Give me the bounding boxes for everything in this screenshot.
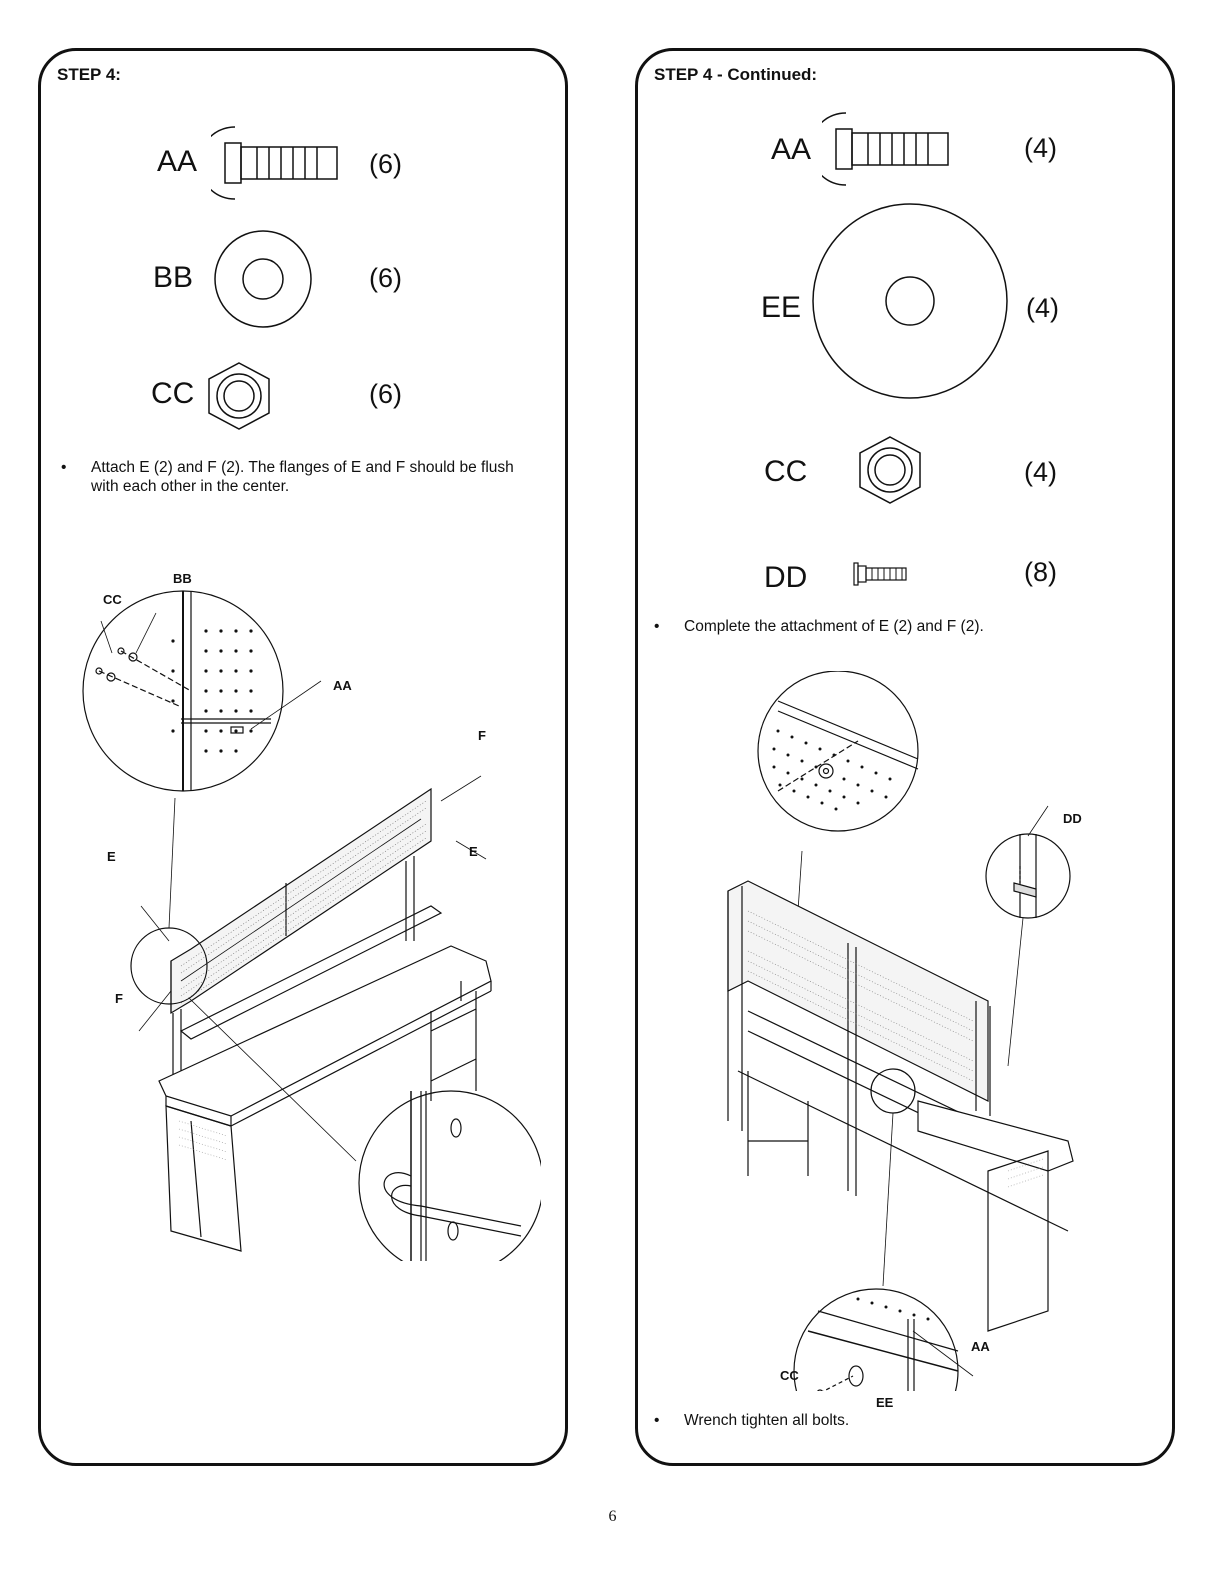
page-number: 6 [0,1508,1225,1526]
part-label-cc: CC [151,377,194,411]
flange-bolt-icon [852,559,912,594]
part-qty-dd: (8) [1024,557,1057,588]
instruction-complete: • Complete the attachment of E (2) and F… [684,617,1144,636]
callout-aa: AA [971,1339,990,1354]
instruction-complete-text: Complete the attachment of E (2) and F (… [684,618,984,635]
large-fender-washer-icon [810,201,1010,406]
callout-aa: AA [333,678,352,693]
flat-washer-icon [213,229,313,334]
instruction-attach-e-f: Attach E (2) and F (2). The flanges of E… [91,459,514,495]
callout-f-top: F [478,728,486,743]
step-title: STEP 4: [57,65,121,85]
step-4-continued-panel: STEP 4 - Continued: AA (4) EE (4) CC [635,48,1175,1466]
carriage-bolt-icon [822,109,952,194]
callout-e-left: E [107,849,116,864]
carriage-bolt-icon [211,123,341,208]
part-label-dd: DD [764,561,807,595]
workbench-illustration [81,561,541,1266]
callout-cc: CC [780,1368,799,1383]
part-label-cc: CC [764,455,807,489]
callout-f-left: F [115,991,123,1006]
part-qty-aa: (4) [1024,133,1057,164]
step-title: STEP 4 - Continued: [654,65,817,85]
part-qty-cc: (6) [369,379,402,410]
part-qty-aa: (6) [369,149,402,180]
part-label-aa: AA [771,133,811,167]
part-label-ee: EE [761,291,801,325]
hex-nut-icon [858,435,922,510]
hex-nut-icon [207,361,271,436]
bullet-icon: • [654,617,659,636]
part-qty-bb: (6) [369,263,402,294]
workbench-rear-illustration [718,671,1098,1396]
part-qty-ee: (4) [1026,293,1059,324]
step-4-panel: STEP 4: AA (6) BB (6) CC (6) [38,48,568,1466]
part-label-aa: AA [157,145,197,179]
callout-dd: DD [1063,811,1082,826]
callout-bb: BB [173,571,192,586]
part-qty-cc: (4) [1024,457,1057,488]
instruction-wrench-text: Wrench tighten all bolts. [684,1412,849,1429]
bullet-icon: • [61,458,66,477]
instruction-text: • Attach E (2) and F (2). The flanges of… [91,458,543,496]
instruction-wrench: • Wrench tighten all bolts. [684,1411,1084,1430]
callout-ee: EE [876,1395,893,1410]
bullet-icon: • [654,1411,659,1430]
part-label-bb: BB [153,261,193,295]
callout-cc: CC [103,592,122,607]
callout-e-right: E [469,844,478,859]
